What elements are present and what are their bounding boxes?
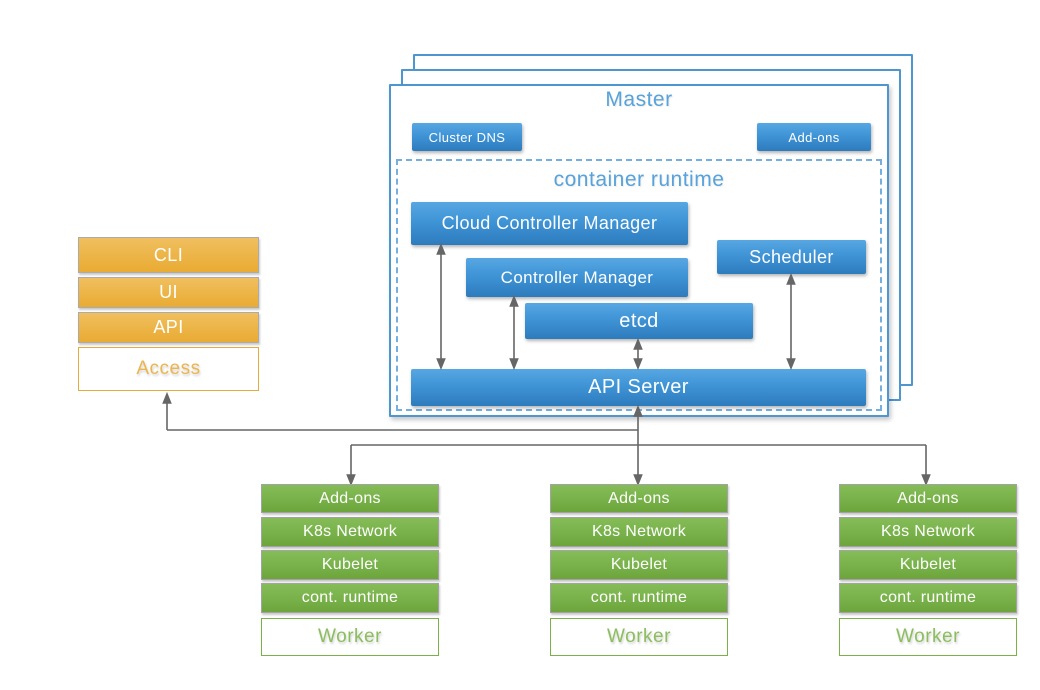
scheduler-box: Scheduler bbox=[717, 240, 866, 274]
worker2-label-box: Worker bbox=[550, 618, 728, 656]
worker3-kubelet-box: Kubelet bbox=[839, 550, 1017, 580]
worker1-cont-runtime-box: cont. runtime bbox=[261, 583, 439, 613]
ui-box: UI bbox=[78, 277, 259, 308]
worker1-addons-box: Add-ons bbox=[261, 484, 439, 513]
cloud-controller-manager-box: Cloud Controller Manager bbox=[411, 202, 688, 245]
api-server-box: API Server bbox=[411, 369, 866, 406]
worker1-kubelet-box: Kubelet bbox=[261, 550, 439, 580]
worker-stack-1: Add-ons K8s Network Kubelet cont. runtim… bbox=[261, 484, 439, 656]
worker-stack-2: Add-ons K8s Network Kubelet cont. runtim… bbox=[550, 484, 728, 656]
cli-box: CLI bbox=[78, 237, 259, 273]
etcd-box: etcd bbox=[525, 303, 753, 339]
controller-manager-box: Controller Manager bbox=[466, 258, 688, 297]
api-box: API bbox=[78, 312, 259, 343]
master-title: Master bbox=[605, 88, 673, 111]
worker-stack-3: Add-ons K8s Network Kubelet cont. runtim… bbox=[839, 484, 1017, 656]
access-stack: CLI UI API Access bbox=[78, 237, 259, 391]
worker2-cont-runtime-box: cont. runtime bbox=[550, 583, 728, 613]
worker1-label-box: Worker bbox=[261, 618, 439, 656]
worker3-cont-runtime-box: cont. runtime bbox=[839, 583, 1017, 613]
worker2-kubelet-box: Kubelet bbox=[550, 550, 728, 580]
access-label-box: Access bbox=[78, 347, 259, 391]
container-runtime-title: container runtime bbox=[553, 168, 725, 191]
worker2-addons-box: Add-ons bbox=[550, 484, 728, 513]
worker3-addons-box: Add-ons bbox=[839, 484, 1017, 513]
worker3-label-box: Worker bbox=[839, 618, 1017, 656]
worker1-k8s-network-box: K8s Network bbox=[261, 517, 439, 547]
worker2-k8s-network-box: K8s Network bbox=[550, 517, 728, 547]
cluster-dns-box: Cluster DNS bbox=[412, 123, 522, 151]
worker3-k8s-network-box: K8s Network bbox=[839, 517, 1017, 547]
master-addons-box: Add-ons bbox=[757, 123, 871, 151]
